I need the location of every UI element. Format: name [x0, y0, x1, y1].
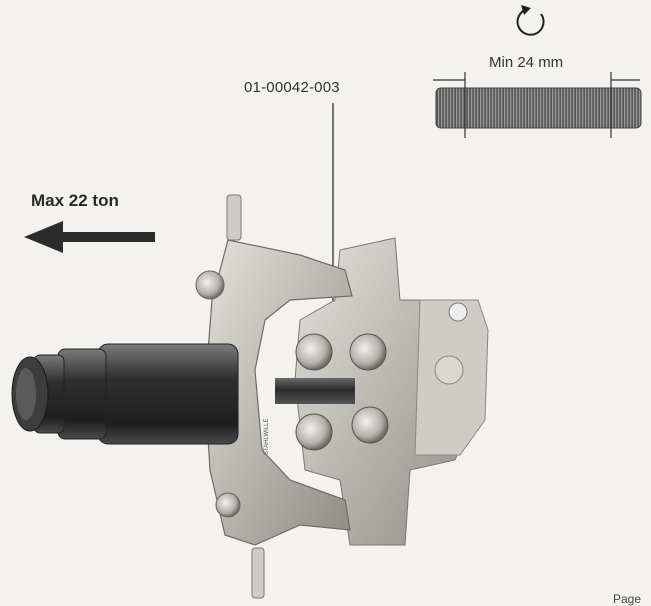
threaded-rod — [435, 87, 642, 129]
min-length-dimension — [433, 72, 640, 138]
svg-text:STAHLWILLE: STAHLWILLE — [264, 419, 270, 455]
min-length-label: Min 24 mm — [489, 54, 564, 71]
puller-frame: STAHLWILLE — [204, 239, 353, 546]
page-label: Page — [613, 592, 642, 606]
hydraulic-cylinder — [11, 343, 239, 445]
frame-bolts — [195, 194, 265, 599]
wheel-nuts — [295, 333, 389, 451]
arrow-left-icon — [24, 221, 155, 253]
center-rod — [275, 378, 355, 404]
rotate-icon — [516, 5, 545, 36]
part-number-label: 01-00042-003 — [244, 79, 340, 96]
max-force-label: Max 22 ton — [31, 191, 119, 210]
